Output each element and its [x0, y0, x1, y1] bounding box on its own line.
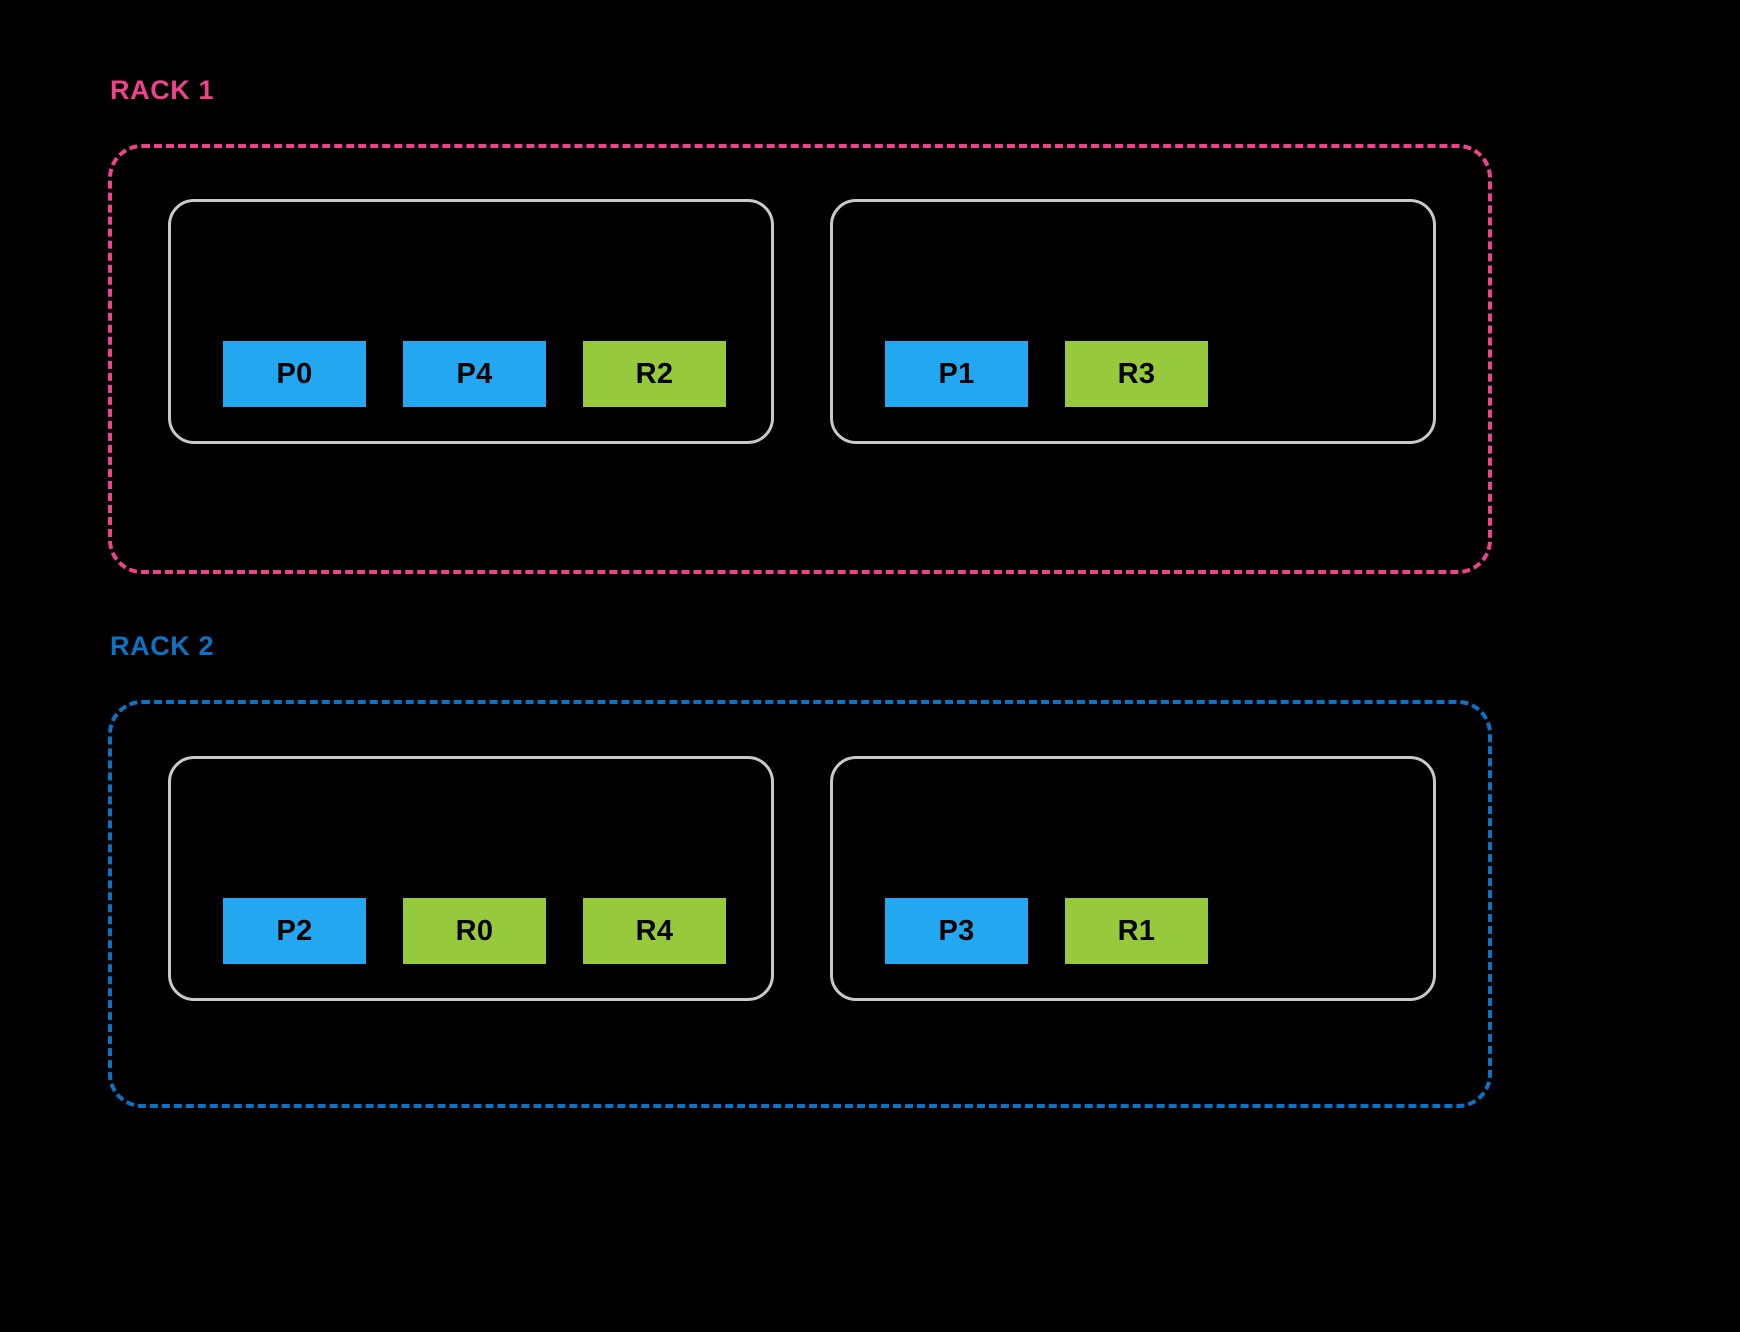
- rack-1-boundary: [108, 144, 1492, 574]
- partition-chip[interactable]: P4: [403, 341, 546, 407]
- rack-2-node-2[interactable]: P3 R1: [830, 756, 1436, 1001]
- rack-2-node-2-chips: P3 R1: [833, 898, 1433, 964]
- rack-1-node-2-chips: P1 R3: [833, 341, 1433, 407]
- partition-chip[interactable]: P0: [223, 341, 366, 407]
- rack-group-1: RACK 1 P0 P4 R2 P1 R3: [0, 0, 1740, 660]
- rack-2-boundary: [108, 700, 1492, 1108]
- rack-1-node-2[interactable]: P1 R3: [830, 199, 1436, 444]
- replica-chip[interactable]: R0: [403, 898, 546, 964]
- rack-2-node-1-chips: P2 R0 R4: [171, 898, 771, 964]
- partition-chip[interactable]: P3: [885, 898, 1028, 964]
- rack-1-label: RACK 1: [110, 75, 215, 105]
- replica-chip[interactable]: R1: [1065, 898, 1208, 964]
- rack-2-node-1[interactable]: P2 R0 R4: [168, 756, 774, 1001]
- replica-chip[interactable]: R3: [1065, 341, 1208, 407]
- partition-chip[interactable]: P2: [223, 898, 366, 964]
- rack-1-node-1[interactable]: P0 P4 R2: [168, 199, 774, 444]
- partition-chip[interactable]: P1: [885, 341, 1028, 407]
- replica-chip[interactable]: R4: [583, 898, 726, 964]
- rack-2-label: RACK 2: [110, 631, 215, 661]
- replica-chip[interactable]: R2: [583, 341, 726, 407]
- rack-1-node-1-chips: P0 P4 R2: [171, 341, 771, 407]
